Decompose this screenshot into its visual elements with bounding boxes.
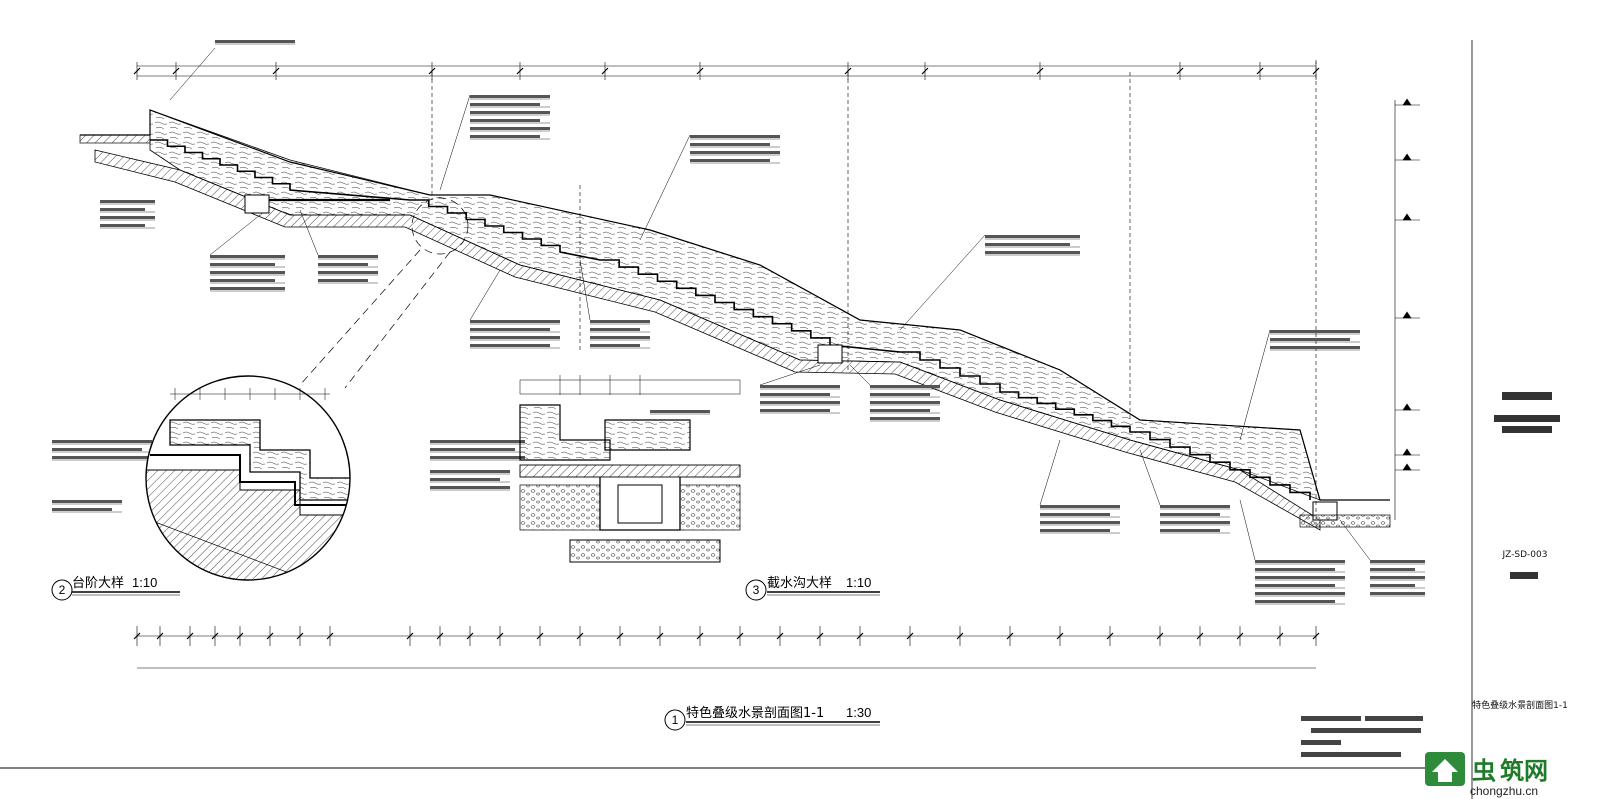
watermark: 虫 筑网 chongzhu.cn xyxy=(1425,752,1548,798)
top-surface-line xyxy=(80,109,1390,501)
sheet-frame xyxy=(0,40,1473,799)
main-title-scale: 1:30 xyxy=(846,705,871,720)
drain-detail-scale: 1:10 xyxy=(846,575,871,590)
watermark-url: chongzhu.cn xyxy=(1470,784,1538,798)
step-detail-profile xyxy=(150,454,350,530)
title-block: JZ-SD-003 特色叠级水景剖面图1-1 xyxy=(1472,392,1568,711)
left-top-slab xyxy=(79,134,151,144)
main-title-number: 1 xyxy=(672,713,679,727)
step-detail-title: 2 台阶大样 1:10 xyxy=(51,575,180,601)
drawing-name: 特色叠级水景剖面图1-1 xyxy=(1472,699,1568,711)
right-base-slab xyxy=(1299,514,1391,528)
drain-detail-stone-cap-2 xyxy=(604,419,691,451)
drain-detail-number: 3 xyxy=(753,583,760,597)
step-sawtooth xyxy=(150,139,1311,500)
step-detail-number: 2 xyxy=(59,583,66,597)
annotation-leaders xyxy=(169,47,1371,561)
annotation-text-blocks xyxy=(52,40,1425,605)
drain-detail-stone-cap xyxy=(519,404,611,461)
drain-detail-base xyxy=(569,539,721,563)
step-detail-scale: 1:10 xyxy=(132,575,157,590)
watermark-glyph: 虫 xyxy=(1472,757,1496,785)
reference-lines xyxy=(431,60,1317,525)
drain-channel-2 xyxy=(817,344,843,364)
drain-channel-1 xyxy=(244,194,270,214)
right-level-markers xyxy=(1394,98,1420,520)
main-title-label: 特色叠级水景剖面图1-1 xyxy=(686,705,824,721)
drain-detail xyxy=(519,375,741,563)
main-title: 1 特色叠级水景剖面图1-1 1:30 xyxy=(664,705,880,731)
detail-callout-leader xyxy=(299,197,469,389)
drain-detail-label: 截水沟大样 xyxy=(767,576,832,591)
drain-detail-gravel xyxy=(519,484,601,531)
drawing-code: JZ-SD-003 xyxy=(1502,550,1548,560)
step-detail-label: 台阶大样 xyxy=(72,576,124,591)
bottom-dimension-line xyxy=(133,626,1320,669)
watermark-brand: 筑网 xyxy=(1500,757,1548,785)
drain-detail-slab xyxy=(519,464,741,478)
main-section-profile xyxy=(79,109,1391,531)
top-dimension-line xyxy=(133,62,1320,80)
step-detail-circle xyxy=(145,375,351,581)
drain-detail-title: 3 截水沟大样 1:10 xyxy=(745,575,880,601)
step-detail-stone-treads xyxy=(169,419,350,501)
general-notes xyxy=(1301,716,1423,757)
